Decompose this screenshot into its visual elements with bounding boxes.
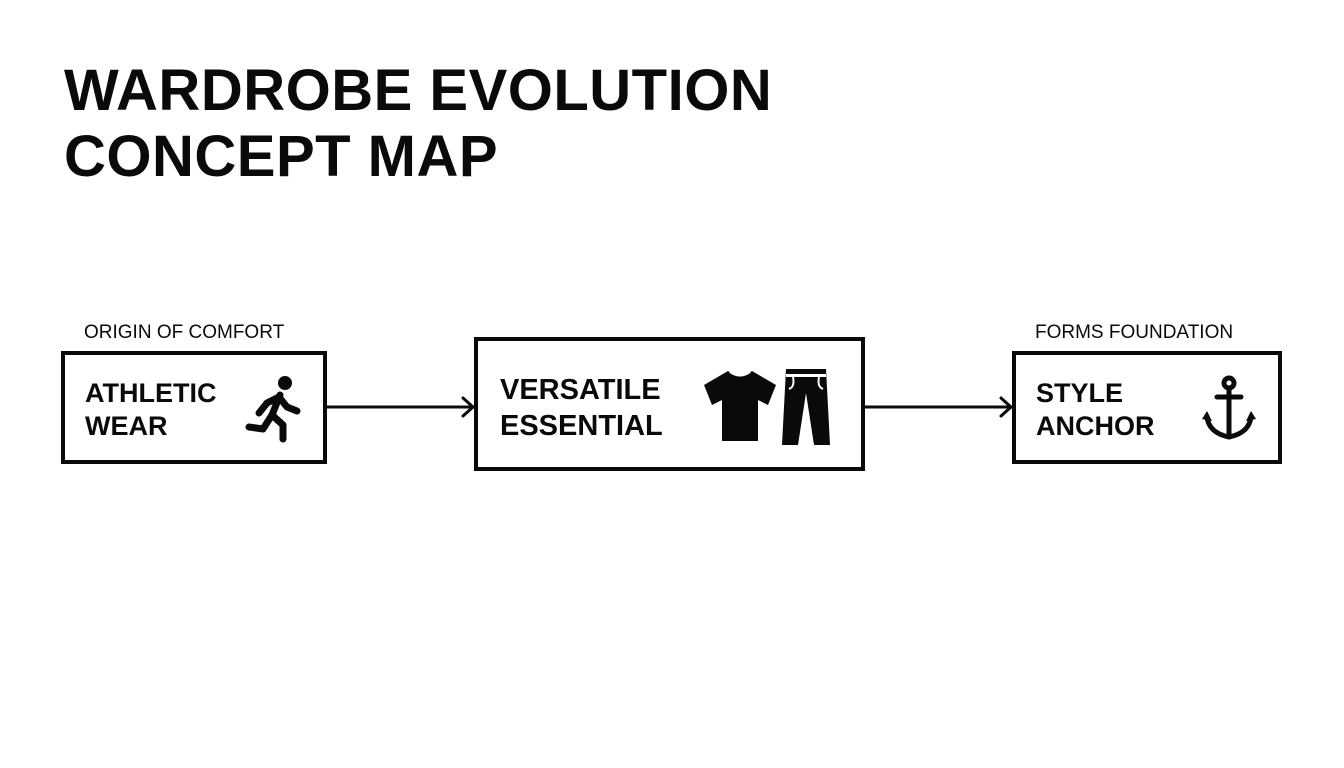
page-title: WARDROBE EVOLUTION CONCEPT MAP	[64, 58, 772, 190]
arrow-versatile-to-style	[863, 396, 1013, 418]
node-versatile-essential-line-1: VERSATILE	[500, 374, 661, 406]
t-shirt-icon	[704, 371, 776, 441]
node-athletic-wear-label: ATHLETIC WEAR	[85, 377, 216, 443]
title-line-2: CONCEPT MAP	[64, 124, 499, 189]
arrow-athletic-to-versatile	[325, 396, 475, 418]
node-athletic-wear: ATHLETIC WEAR	[61, 351, 327, 464]
origin-caption: ORIGIN OF COMFORT	[84, 322, 285, 343]
node-versatile-essential: VERSATILE ESSENTIAL	[474, 337, 865, 471]
node-athletic-wear-line-1: ATHLETIC	[85, 378, 217, 408]
title-line-1: WARDROBE EVOLUTION	[64, 58, 773, 123]
node-style-anchor-label: STYLE ANCHOR	[1036, 377, 1155, 443]
pants-icon	[782, 369, 830, 445]
node-athletic-wear-line-2: WEAR	[85, 411, 168, 441]
running-person-icon	[245, 376, 301, 443]
node-style-anchor-line-1: STYLE	[1036, 378, 1124, 408]
node-style-anchor-line-2: ANCHOR	[1036, 411, 1155, 441]
node-style-anchor: STYLE ANCHOR	[1012, 351, 1282, 464]
node-versatile-essential-label: VERSATILE ESSENTIAL	[500, 372, 663, 444]
foundation-caption: FORMS FOUNDATION	[1035, 322, 1234, 343]
node-versatile-essential-line-2: ESSENTIAL	[500, 410, 663, 442]
anchor-icon	[1202, 375, 1256, 440]
